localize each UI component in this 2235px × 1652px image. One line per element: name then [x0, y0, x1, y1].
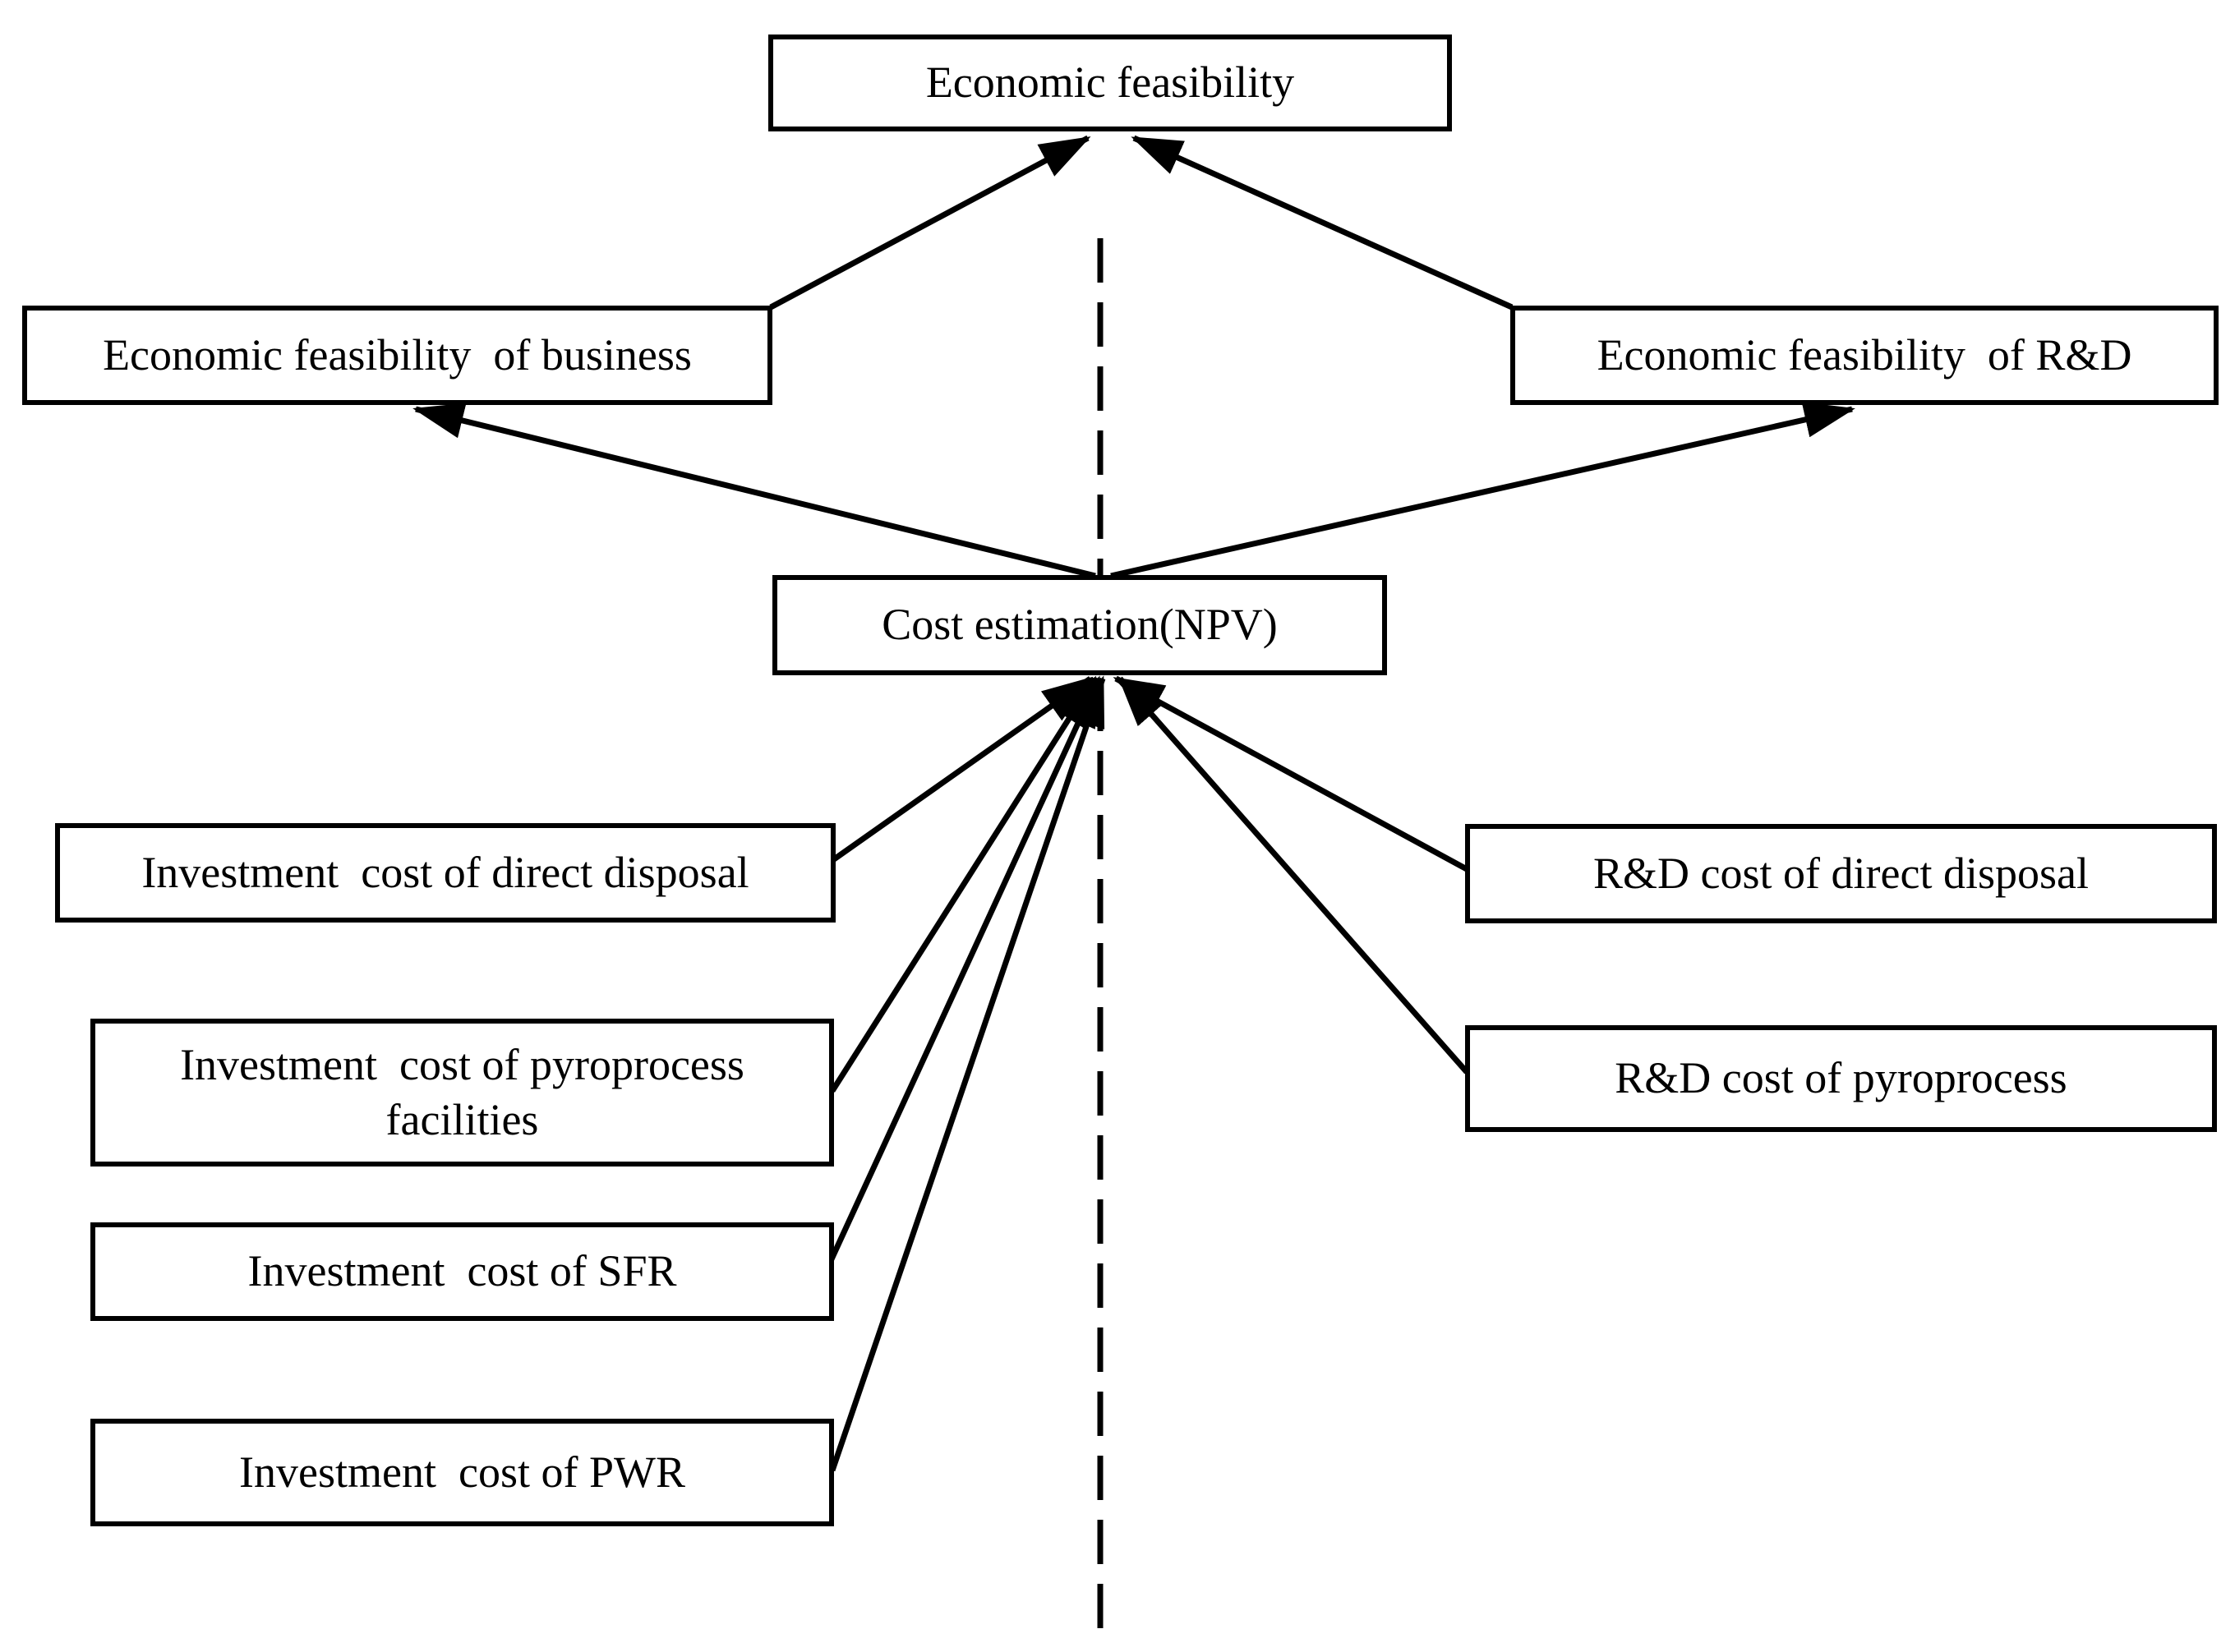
node-rd-cost-direct-disposal: R&D cost of direct disposal — [1465, 824, 2217, 923]
edge-inv-pyro-to-cost — [830, 675, 1097, 1093]
node-rd-cost-pyroprocess: R&D cost of pyroprocess — [1465, 1025, 2217, 1132]
edge-cost-to-rnd — [1110, 402, 1855, 579]
edge-inv-pwr-to-cost — [829, 675, 1106, 1472]
edge-rnd-to-goal — [1131, 135, 1514, 311]
node-economic-feasibility-of-rnd: Economic feasibility of R&D — [1510, 306, 2219, 405]
node-cost-estimation-npv: Cost estimation(NPV) — [772, 575, 1387, 675]
edge-business-to-goal — [769, 135, 1091, 311]
node-economic-feasibility-of-business: Economic feasibility of business — [22, 306, 772, 405]
edge-rd-direct-to-cost — [1113, 675, 1468, 872]
node-investment-cost-sfr: Investment cost of SFR — [90, 1222, 834, 1321]
node-investment-cost-pyroprocess-facilities: Investment cost of pyroprocess facilitie… — [90, 1019, 834, 1167]
edge-cost-to-business — [412, 403, 1096, 579]
node-investment-cost-direct-disposal: Investment cost of direct disposal — [55, 823, 836, 923]
edge-inv-direct-to-cost — [832, 676, 1094, 862]
node-economic-feasibility: Economic feasibility — [768, 35, 1452, 131]
edge-inv-sfr-to-cost — [827, 675, 1102, 1263]
node-investment-cost-pwr: Investment cost of PWR — [90, 1419, 834, 1526]
edge-rd-pyro-to-cost — [1118, 675, 1469, 1074]
